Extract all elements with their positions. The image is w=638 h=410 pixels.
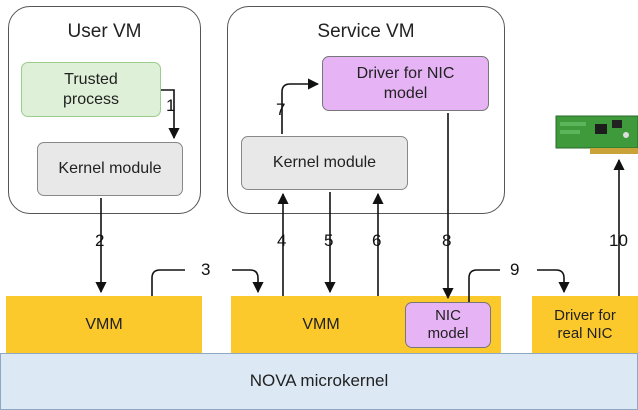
step-label-1: 1: [166, 96, 176, 115]
vmm-user-block: VMM: [6, 296, 202, 353]
network-card-graphic: [555, 115, 638, 154]
nova-microkernel: NOVA microkernel: [0, 353, 638, 410]
step-label-8: 8: [442, 231, 452, 250]
step-label-4: 4: [277, 231, 287, 250]
user-kernel-module-box: Kernel module: [37, 142, 183, 196]
step-label-6: 6: [372, 231, 382, 250]
service-vm-title: Service VM: [317, 21, 415, 42]
user-vm-title: User VM: [67, 21, 142, 42]
driver-nic-model-box: Driver for NIC model: [322, 56, 489, 111]
step-label-9: 9: [510, 260, 520, 279]
step-label-7: 7: [276, 100, 286, 119]
service-kernel-module-box: Kernel module: [241, 136, 408, 190]
step-label-2: 2: [95, 231, 105, 250]
step-label-5: 5: [324, 231, 334, 250]
step-label-10: 10: [609, 231, 628, 250]
driver-real-nic-block: Driver for real NIC: [532, 296, 638, 353]
trusted-process-box: Trusted process: [21, 62, 161, 117]
step-label-3: 3: [201, 260, 211, 279]
nic-model-block: NIC model: [405, 302, 491, 348]
